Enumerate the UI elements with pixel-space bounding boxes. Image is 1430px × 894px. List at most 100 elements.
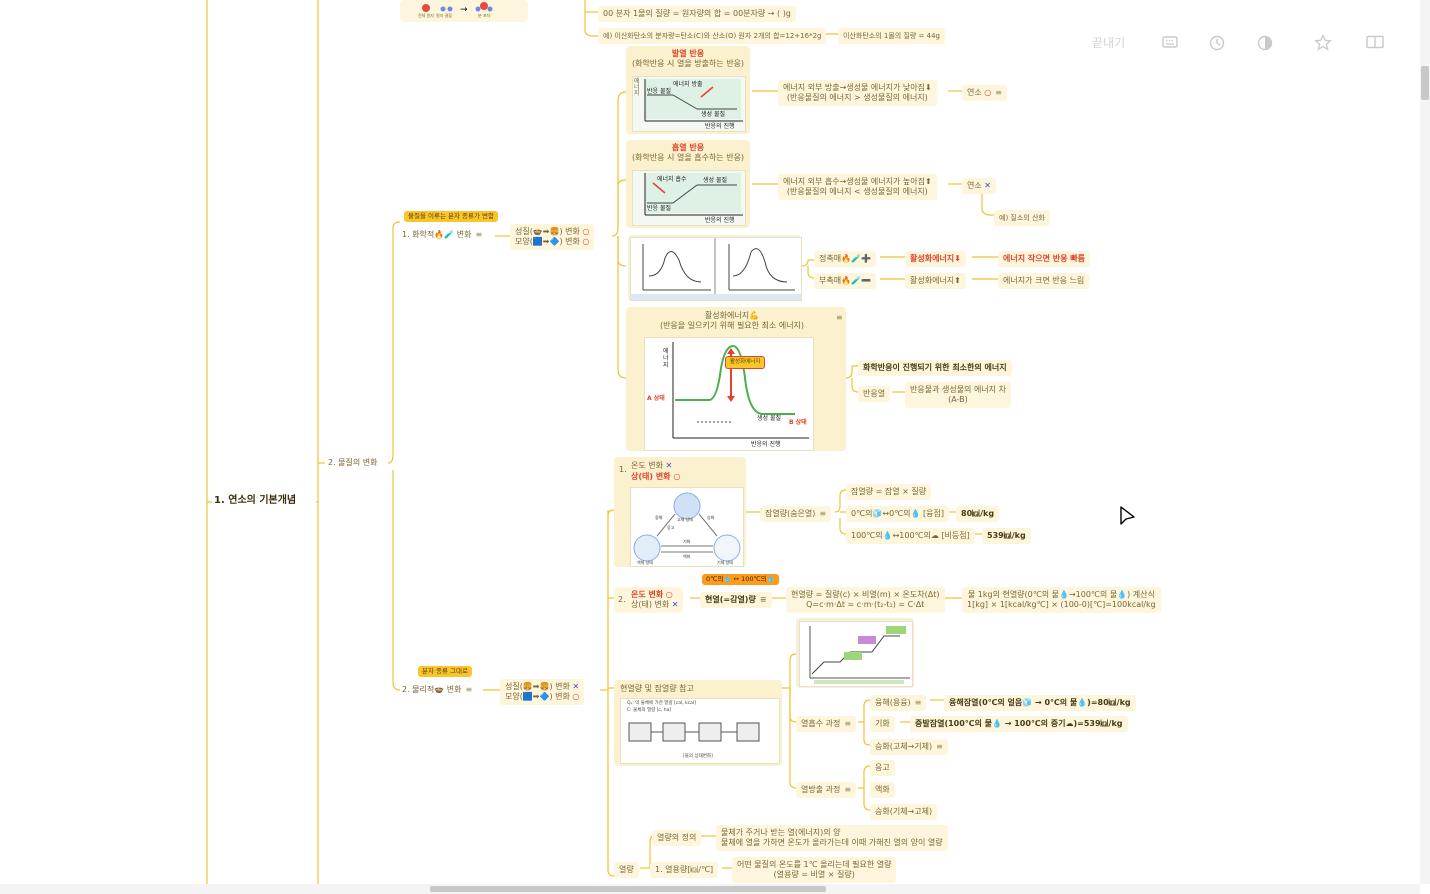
exo-combustion-label: 연소 bbox=[967, 88, 982, 97]
negative-activation-node[interactable]: 활성화에너지⬆ bbox=[905, 273, 966, 289]
melting-heat-node[interactable]: 융해잠열(0℃의 얼음🧊 → 0℃의 물💧)=80㎉/kg bbox=[944, 695, 1136, 711]
temperature-change-node[interactable]: 2. 온도 변화 ○ 상(태) 변화 ✕ bbox=[614, 587, 684, 613]
state-change-card[interactable]: 1. 온도 변화 ✕ 상(태) 변화 ○ 고체 상태 액체 상태 기체 상태 융… bbox=[614, 457, 746, 567]
positive-activation-node[interactable]: 활성화에너지⬇ bbox=[905, 251, 966, 267]
condensation-node[interactable]: 액화 bbox=[870, 782, 895, 798]
exo-release: 에너지 방출 bbox=[673, 81, 703, 88]
thumb-label-2: 원자 결합 bbox=[436, 13, 452, 18]
exo-combustion-node[interactable]: 연소 ○≡ bbox=[962, 85, 1007, 101]
activation-axis-y: 에너지 bbox=[663, 348, 669, 369]
vaporization-heat-node[interactable]: 증발잠열(100℃의 물💧 → 100℃의 증기☁)=539㎉/kg bbox=[910, 716, 1128, 732]
water-heat-calc-node[interactable]: 물 1kg의 현열량(0℃의 물💧→100℃의 물💧) 계산식 1[kg] × … bbox=[962, 587, 1161, 613]
reaction-heat-desc[interactable]: 반응물과 생성물의 에너지 차 (A-B) bbox=[905, 382, 1011, 408]
history-icon[interactable] bbox=[1209, 35, 1225, 55]
physical-change-node[interactable]: 2. 물리적🍲 변화≡ bbox=[402, 685, 472, 695]
keyboard-icon[interactable] bbox=[1162, 35, 1178, 53]
note-icon[interactable]: ≡ bbox=[844, 785, 852, 794]
sublimation-down-node[interactable]: 승화(기체→고체) bbox=[870, 804, 938, 820]
x-mark-icon: ✕ bbox=[665, 461, 673, 470]
heat-reference-card[interactable]: 현열량 및 잠열량 참고 Qₛ: 약 물체에 가한 열량 [cal, kcal]… bbox=[614, 680, 782, 766]
state-a-label: A 상태 bbox=[647, 395, 665, 402]
latent-heat-node[interactable]: 잠열량(숨은열)≡ bbox=[760, 506, 832, 522]
liquid-label: 액체 상태 bbox=[637, 560, 653, 565]
note-icon[interactable]: ≡ bbox=[759, 595, 767, 604]
star-icon[interactable] bbox=[1314, 33, 1332, 55]
formula-line2: Q=c·m·Δt = c·m·(t₂-t₁) = C·Δt bbox=[806, 600, 925, 609]
root-topic[interactable]: 1. 연소의 기본개념 bbox=[214, 495, 297, 506]
note-icon[interactable]: ≡ bbox=[844, 719, 852, 728]
capacity-line2: (열용량 = 비열 × 질량) bbox=[773, 870, 855, 879]
temperature-tag: 0℃의💧 ↔ 100℃의💧 bbox=[702, 574, 779, 585]
sensible-formula-node[interactable]: 현열량 = 질량(c) × 비열(m) × 온도차(Δt) Q=c·m·Δt =… bbox=[786, 587, 945, 613]
split-view-icon[interactable] bbox=[1366, 35, 1384, 53]
horizontal-scrollbar[interactable] bbox=[0, 884, 1420, 894]
state-temp-change: 온도 변화 ✕ bbox=[631, 461, 672, 471]
endo-description[interactable]: 에너지 외부 흡수→생성물 에너지가 높아짐⬆ (반응물질의 에너지 < 생성물… bbox=[778, 174, 937, 200]
melting-point-node[interactable]: 0℃의🧊↔0℃의💧 [융점] bbox=[846, 506, 949, 522]
state-phase-change: 상(태) 변화 ○ bbox=[631, 472, 680, 482]
calc-line1: 물 1kg의 현열량(0℃의 물💧→100℃의 물💧) 계산식 bbox=[967, 590, 1155, 599]
note-icon[interactable]: ≡ bbox=[465, 685, 473, 694]
contrast-icon[interactable] bbox=[1257, 35, 1273, 55]
reaction-heat-node[interactable]: 반응열 bbox=[858, 386, 891, 402]
chemical-property-node[interactable]: 성질(🍲➡🍔) 변화 ○ 모양(🟦➡🔷) 변화 ○ bbox=[510, 224, 595, 250]
chemical-tag: 물질을 이루는 분자 종류가 변함 bbox=[404, 211, 499, 222]
sensible-heat-node[interactable]: 현열(=감열)량≡ bbox=[700, 592, 772, 608]
vertical-scroll-thumb[interactable] bbox=[1421, 66, 1429, 100]
note-icon[interactable]: ≡ bbox=[914, 698, 922, 707]
positive-catalyst-node[interactable]: 정촉매🔥🧪➕ bbox=[814, 251, 876, 267]
molecule-mass-node[interactable]: 00 분자 1몰의 질량 = 원자량의 합 = 00분자량 → ( )g bbox=[598, 6, 796, 22]
physical-property-node[interactable]: 성질(🍔➡🍔) 변화 ✕ 모양(🟦➡🔷) 변화 ○ bbox=[500, 679, 585, 705]
heat-absorption-node[interactable]: 열흡수 과정≡ bbox=[796, 716, 857, 732]
boiling-point-node[interactable]: 100℃의💧↔100℃의☁ [비등점] bbox=[846, 528, 975, 544]
catalyst-image-card[interactable] bbox=[628, 235, 802, 301]
x-mark-icon: ✕ bbox=[984, 181, 991, 190]
note-icon[interactable]: ≡ bbox=[995, 88, 1002, 97]
melting-node[interactable]: 융해(용융)≡ bbox=[870, 695, 927, 711]
vaporization-node[interactable]: 기화 bbox=[870, 716, 895, 732]
circle-mark-icon: ○ bbox=[582, 227, 590, 236]
vertical-scrollbar[interactable] bbox=[1420, 0, 1430, 884]
activation-definition-node[interactable]: 화학반응이 진행되기 위한 최소한의 에너지 bbox=[858, 360, 1012, 376]
phys-property-text: 성질(🍔➡🍔) 변화 bbox=[505, 682, 570, 691]
gas-label: 기체 상태 bbox=[717, 560, 733, 565]
note-icon[interactable]: ≡ bbox=[836, 313, 843, 322]
heat-release-node[interactable]: 열방출 과정≡ bbox=[796, 782, 857, 798]
exo-title: 발열 반응 bbox=[671, 49, 705, 58]
horizontal-scroll-thumb[interactable] bbox=[430, 886, 826, 892]
melting-value-node[interactable]: 80㎉/kg bbox=[956, 506, 1000, 522]
exothermic-card[interactable]: 발열 반응 (화학반응 시 열을 방출하는 반응) 에너지 반응 물질 에너지 … bbox=[626, 46, 750, 134]
reference-legend-2: C: 물체의 열량 [c, ha] bbox=[627, 708, 672, 713]
activation-energy-card[interactable]: 활성화에너지💪 (반응을 일으키기 위해 필요한 최소 에너지) ≡ 에너지 활… bbox=[626, 307, 846, 451]
sublimation-up-node[interactable]: 승화(고체→기체)≡ bbox=[870, 739, 948, 755]
nitrogen-oxidation-node[interactable]: 예) 질소의 산화 bbox=[994, 210, 1050, 226]
note-icon[interactable]: ≡ bbox=[819, 509, 827, 518]
heat-definition-node[interactable]: 열량의 정의 bbox=[652, 830, 702, 846]
latent-formula-node[interactable]: 잠열량 = 잠열 × 질량 bbox=[846, 484, 932, 500]
heating-graph-card[interactable] bbox=[796, 618, 914, 688]
branch-material-change[interactable]: 2. 물질의 변화 bbox=[328, 458, 378, 467]
note-icon[interactable]: ≡ bbox=[936, 742, 943, 751]
heat-definition-desc[interactable]: 물체가 주거나 받는 열(에너지)의 양 물체에 열을 가하면 온도가 올라가는… bbox=[716, 825, 948, 851]
co2-result-node[interactable]: 이산화탄소의 1몰의 질량 = 44g bbox=[838, 28, 945, 44]
freezing-node[interactable]: 응고 bbox=[870, 760, 895, 776]
co2-example-node[interactable]: 예) 이산화탄소의 분자량=탄소(C)와 산소(O) 원자 2개의 합=12+1… bbox=[598, 28, 827, 44]
exit-button[interactable]: 끝내기 bbox=[1092, 36, 1126, 50]
temp-change-text: 온도 변화 bbox=[631, 590, 664, 599]
catalyst-chart bbox=[630, 237, 802, 301]
slow-reaction-node[interactable]: 에너지가 크면 반응 느림 bbox=[998, 273, 1090, 289]
endothermic-card[interactable]: 흡열 반응 (화학반응 시 열을 흡수하는 반응) 에너지 흡수 생성 물질 반… bbox=[626, 140, 750, 228]
negative-catalyst-node[interactable]: 부촉매🔥🧪➖ bbox=[814, 273, 876, 289]
boiling-value-node[interactable]: 539㎉/kg bbox=[982, 528, 1031, 544]
endo-combustion-node[interactable]: 연소 ✕ bbox=[962, 178, 996, 194]
heat-capacity-node[interactable]: 1. 열용량[㎉/℃] bbox=[650, 862, 719, 878]
state-b-label: B 상태 bbox=[789, 419, 807, 426]
chemical-change-node[interactable]: 1. 화학적🔥🧪 변화≡ bbox=[402, 230, 482, 240]
exo-description[interactable]: 에너지 외부 방출→생성물 에너지가 낮아짐⬇ (반응물질의 에너지 > 생성물… bbox=[778, 80, 937, 106]
heat-quantity-node[interactable]: 열량 bbox=[614, 862, 639, 878]
fast-reaction-node[interactable]: 에너지 작으면 반응 빠름 bbox=[998, 251, 1090, 267]
note-icon[interactable]: ≡ bbox=[475, 230, 483, 239]
heat-absorption-label: 열흡수 과정 bbox=[801, 719, 841, 728]
state-phase-text: 상(태) 변화 bbox=[631, 472, 671, 481]
heat-capacity-desc[interactable]: 어떤 물질의 온도를 1℃ 올리는데 필요한 열량 (열용량 = 비열 × 질량… bbox=[732, 857, 897, 883]
